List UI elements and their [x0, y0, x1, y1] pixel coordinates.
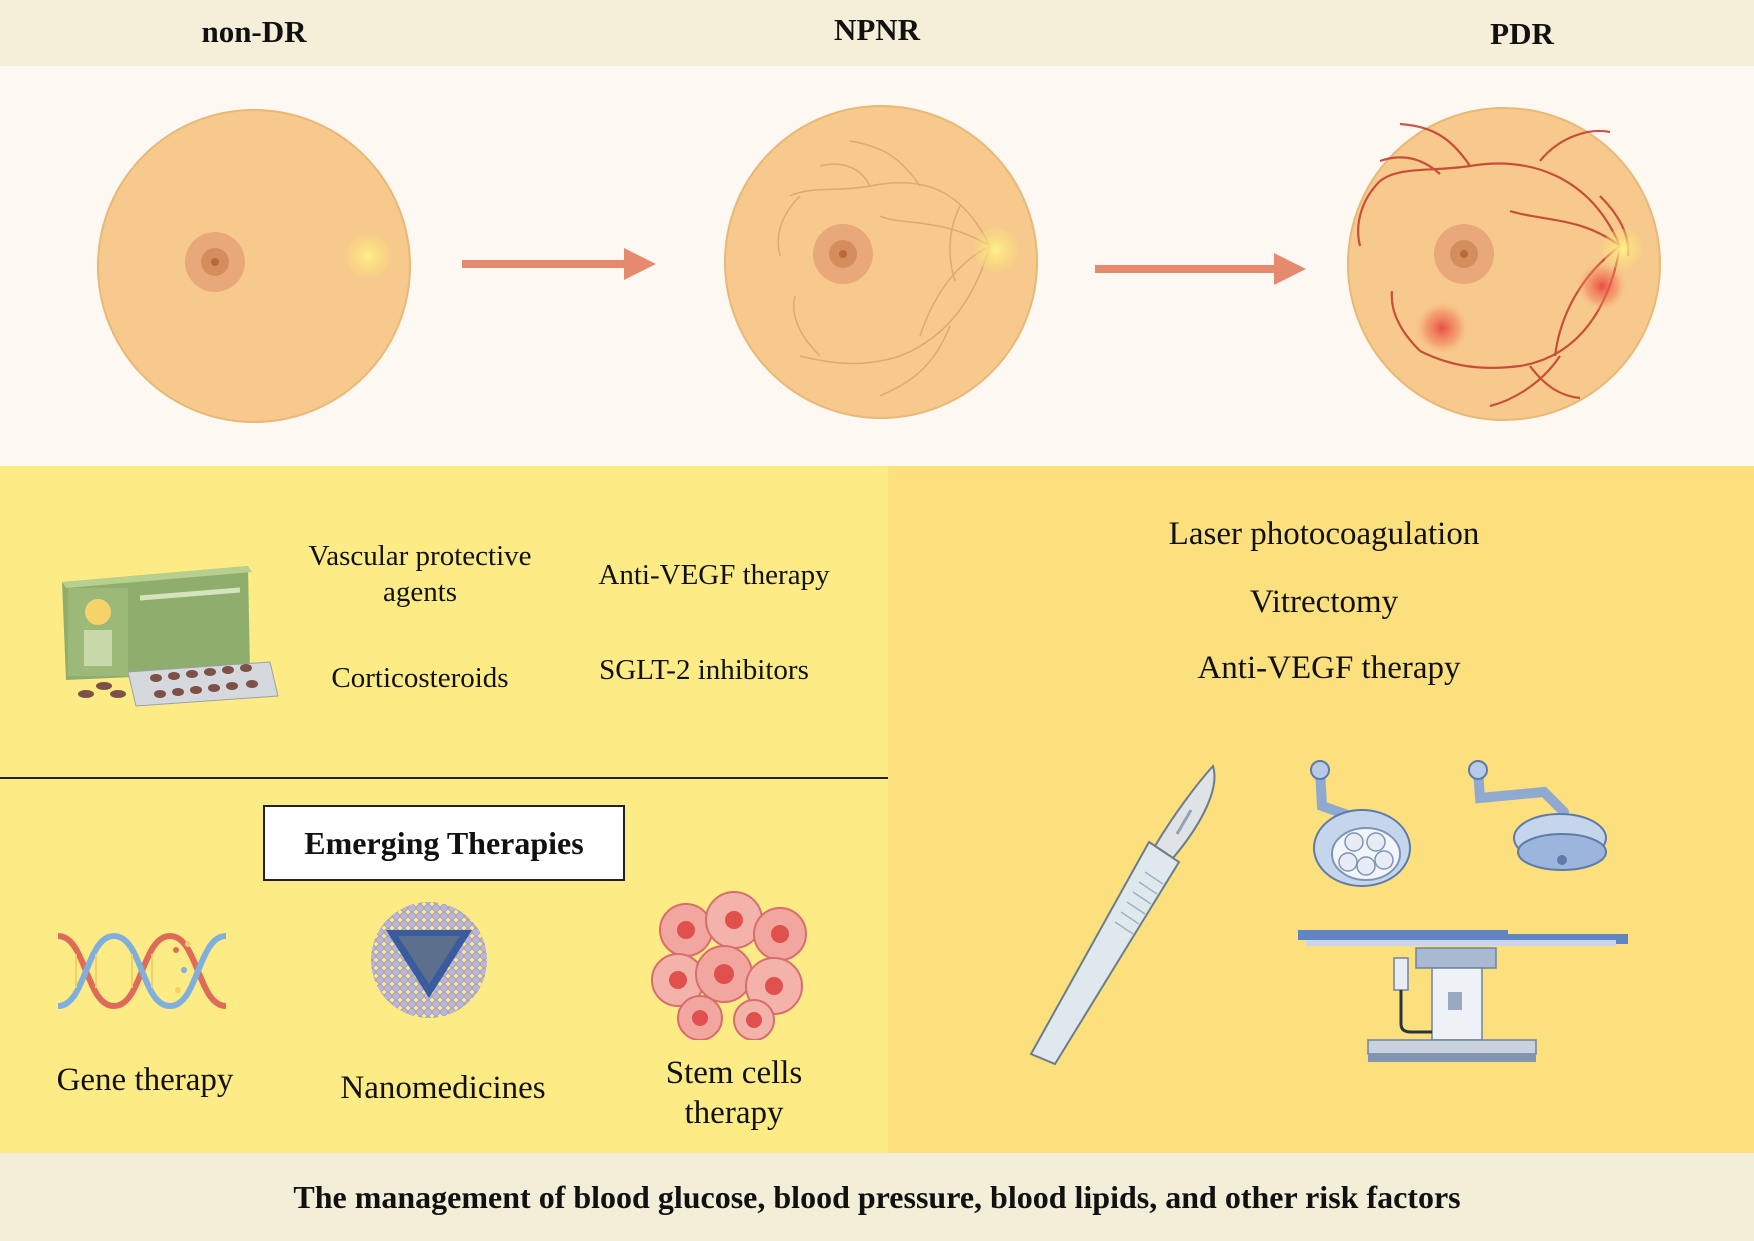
arrow-icon — [1095, 253, 1306, 285]
anti-vegf-pdr-label: Anti-VEGF therapy — [1197, 650, 1461, 686]
dna-icon — [57, 932, 227, 1010]
fundus-non-dr-icon — [97, 109, 411, 423]
panel-divider — [0, 777, 888, 779]
pill-box-icon — [62, 566, 279, 707]
laser-photocoagulation-label: Laser photocoagulation — [1168, 516, 1480, 552]
surgical-light-icon — [1310, 760, 1607, 887]
stage-label-non-dr: non-DR — [201, 14, 307, 49]
scalpel-icon — [1029, 764, 1216, 1066]
stem-cells-therapy-label: Stem cells therapy — [665, 1055, 803, 1131]
fundus-progression — [0, 66, 1754, 466]
sglt2-label: SGLT-2 inhibitors — [599, 654, 809, 686]
nanomedicines-label: Nanomedicines — [340, 1070, 546, 1106]
vascular-protective-agents-label: Vascular protective agents — [308, 540, 532, 608]
operating-table-icon — [1298, 930, 1628, 1062]
stem-cells-icon — [651, 891, 807, 1040]
gene-therapy-label: Gene therapy — [56, 1062, 234, 1098]
nanoparticle-icon — [371, 902, 487, 1018]
vitrectomy-label: Vitrectomy — [1249, 584, 1399, 620]
corticosteroids-label: Corticosteroids — [331, 662, 509, 694]
fundus-npnr-icon — [724, 105, 1038, 419]
stage-label-pdr: PDR — [1490, 16, 1554, 51]
arrow-icon — [462, 248, 656, 280]
fundus-pdr-icon — [1347, 107, 1661, 421]
emerging-therapies-title: Emerging Therapies — [263, 805, 625, 881]
risk-factors-footer: The management of blood glucose, blood p… — [0, 1153, 1754, 1241]
stage-label-npnr: NPNR — [833, 12, 921, 47]
anti-vegf-label: Anti-VEGF therapy — [598, 559, 830, 591]
stage-header — [0, 0, 1754, 66]
